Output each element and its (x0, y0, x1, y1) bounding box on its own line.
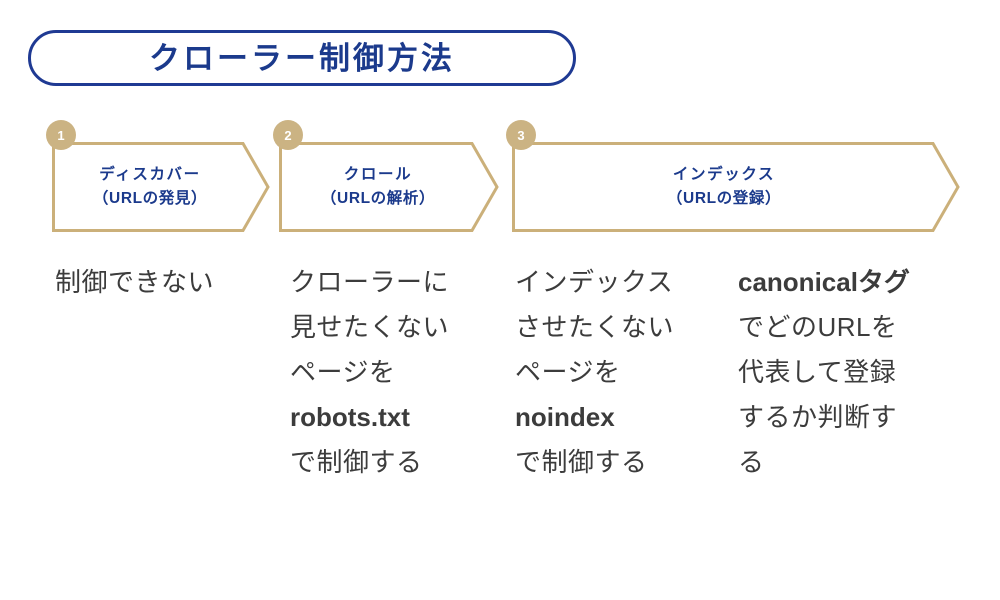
chevron-shape-3 (512, 142, 960, 232)
process-step-1[interactable]: ディスカバー （URLの発見） (52, 142, 270, 232)
description-line: る (738, 447, 765, 477)
description-line: canonicalタグ (738, 267, 910, 297)
description-line: するか判断す (738, 402, 898, 432)
chevron-shape-2 (279, 142, 499, 232)
step-2-label-line1: クロール (343, 165, 413, 183)
description-line: ページを (515, 357, 621, 387)
description-line: 見せたくない (290, 312, 450, 342)
description-column-3: インデックスさせたくないページを noindex で制御する (515, 260, 674, 485)
process-step-1-label: ディスカバー （URLの発見） (52, 142, 270, 232)
step-3-label-line2: （URLの登録） (666, 190, 782, 207)
step-1-label-line2: （URLの発見） (92, 190, 208, 207)
diagram-title-pill: クローラー制御方法 (28, 30, 576, 86)
description-line: 制御できない (55, 267, 215, 297)
description-column-2: クローラーに見せたくないページを robots.txt で制御する (290, 260, 449, 485)
description-line: 代表して登録 (738, 357, 897, 387)
process-step-3[interactable]: インデックス （URLの登録） (512, 142, 960, 232)
description-line: インデックス (515, 267, 674, 297)
chevron-shape-1 (52, 142, 270, 232)
description-column-4: canonicalタグでどのURLを代表して登録するか判断する (738, 260, 910, 485)
description-line: で制御する (290, 447, 423, 477)
step-2-number: 2 (284, 127, 292, 143)
process-step-3-label: インデックス （URLの登録） (512, 142, 960, 232)
description-column-1: 制御できない (55, 260, 214, 305)
description-line: robots.txt (290, 402, 410, 432)
description-line: ページを (290, 357, 396, 387)
description-line: させたくない (515, 312, 675, 342)
process-step-2-label: クロール （URLの解析） (279, 142, 499, 232)
page-title: クローラー制御方法 (149, 40, 455, 76)
step-3-number: 3 (517, 127, 525, 143)
step-3-label-line1: インデックス (672, 165, 776, 183)
description-line: でどのURLを (738, 312, 898, 342)
step-2-label-line2: （URLの解析） (320, 190, 436, 207)
description-line: クローラーに (290, 267, 450, 297)
step-1-label-line1: ディスカバー (99, 165, 201, 183)
process-step-2[interactable]: クロール （URLの解析） (279, 142, 499, 232)
description-line: で制御する (515, 447, 648, 477)
description-line: noindex (515, 402, 615, 432)
step-1-number: 1 (57, 127, 65, 143)
